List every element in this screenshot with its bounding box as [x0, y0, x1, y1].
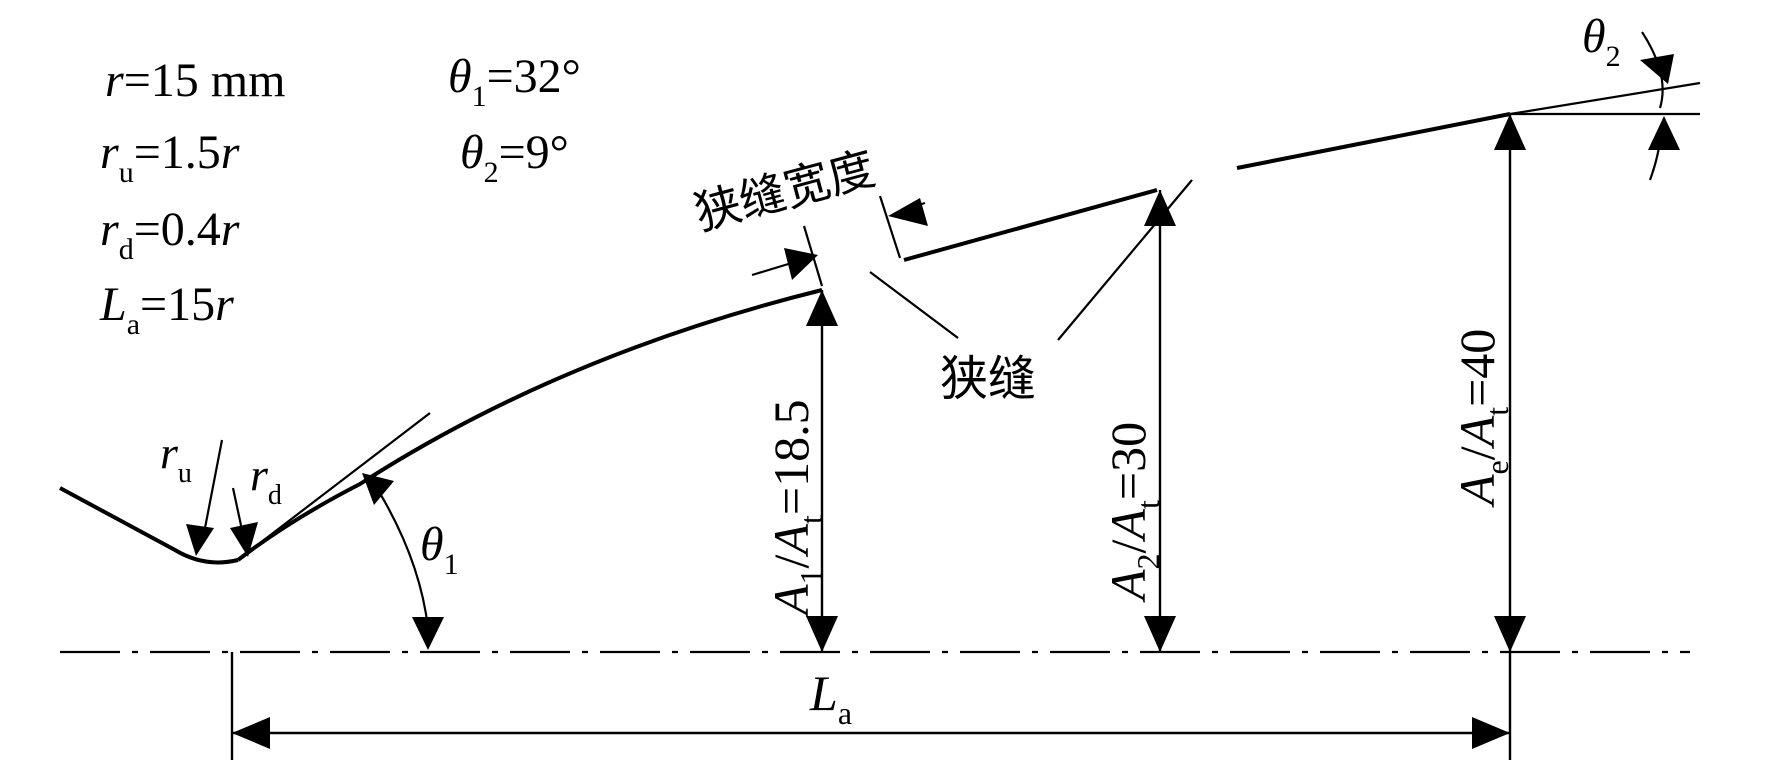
label-a2-ratio: A2/At=30 — [1100, 422, 1166, 603]
label-La: La — [809, 665, 852, 731]
La-arrow-left — [232, 717, 270, 749]
a2-arrow-bottom — [1144, 616, 1176, 652]
theta1-arrowhead-top — [362, 473, 394, 505]
theta1-arrowhead-bottom — [412, 617, 444, 650]
theta2-arrowhead-top — [1640, 54, 1674, 84]
param-La: La=15r — [99, 278, 234, 341]
param-theta2: θ2=9° — [460, 126, 569, 189]
nozzle-contour-section-2 — [903, 188, 1158, 262]
rd-leader — [231, 487, 244, 531]
rd-arrowhead — [230, 522, 258, 557]
label-ru: ru — [160, 427, 192, 489]
ru-arrowhead — [186, 524, 214, 556]
label-slot-width: 狭缝宽度 — [689, 141, 881, 241]
param-theta1: θ1=32° — [448, 50, 581, 113]
label-ae-ratio: Ae/At=40 — [1449, 329, 1515, 508]
slot-leader-1 — [869, 271, 959, 339]
slot-width-arrow-left-shaft — [751, 260, 796, 277]
nozzle-contour-section-1 — [236, 288, 823, 562]
theta1-arc — [377, 489, 430, 629]
La-arrow-right — [1472, 717, 1510, 749]
theta1-tangent-line — [242, 412, 431, 557]
param-ru: ru=1.5r — [100, 126, 240, 189]
a1-arrow-bottom — [806, 616, 838, 652]
slot-width-arrow-right-head — [888, 198, 928, 226]
label-theta1: θ1 — [420, 518, 459, 581]
a2-arrow-top — [1144, 190, 1176, 226]
a1-arrow-top — [806, 290, 838, 326]
label-rd: rd — [250, 449, 282, 511]
theta2-arrowhead-bottom — [1648, 116, 1680, 150]
nozzle-contour-converging — [59, 486, 239, 565]
param-rd: rd=0.4r — [100, 203, 240, 266]
nozzle-contour-section-3 — [1236, 112, 1511, 170]
param-r: r=15 mm — [105, 54, 285, 107]
exit-extension-line — [1509, 81, 1701, 116]
ae-arrow-top — [1494, 114, 1526, 150]
ru-leader — [203, 439, 224, 529]
label-slot: 狭缝 — [940, 351, 1036, 407]
slot-leader-2 — [1057, 179, 1193, 341]
label-a1-ratio: A1/At=18.5 — [763, 399, 829, 618]
label-theta2: θ2 — [1582, 10, 1621, 73]
slot-width-arrow-left-head — [784, 248, 818, 280]
parameter-list: r=15 mm ru=1.5r rd=0.4r La=15r θ1=32° θ2… — [99, 50, 581, 341]
slot-width-ext-right — [878, 195, 902, 259]
ae-arrow-bottom — [1494, 616, 1526, 652]
